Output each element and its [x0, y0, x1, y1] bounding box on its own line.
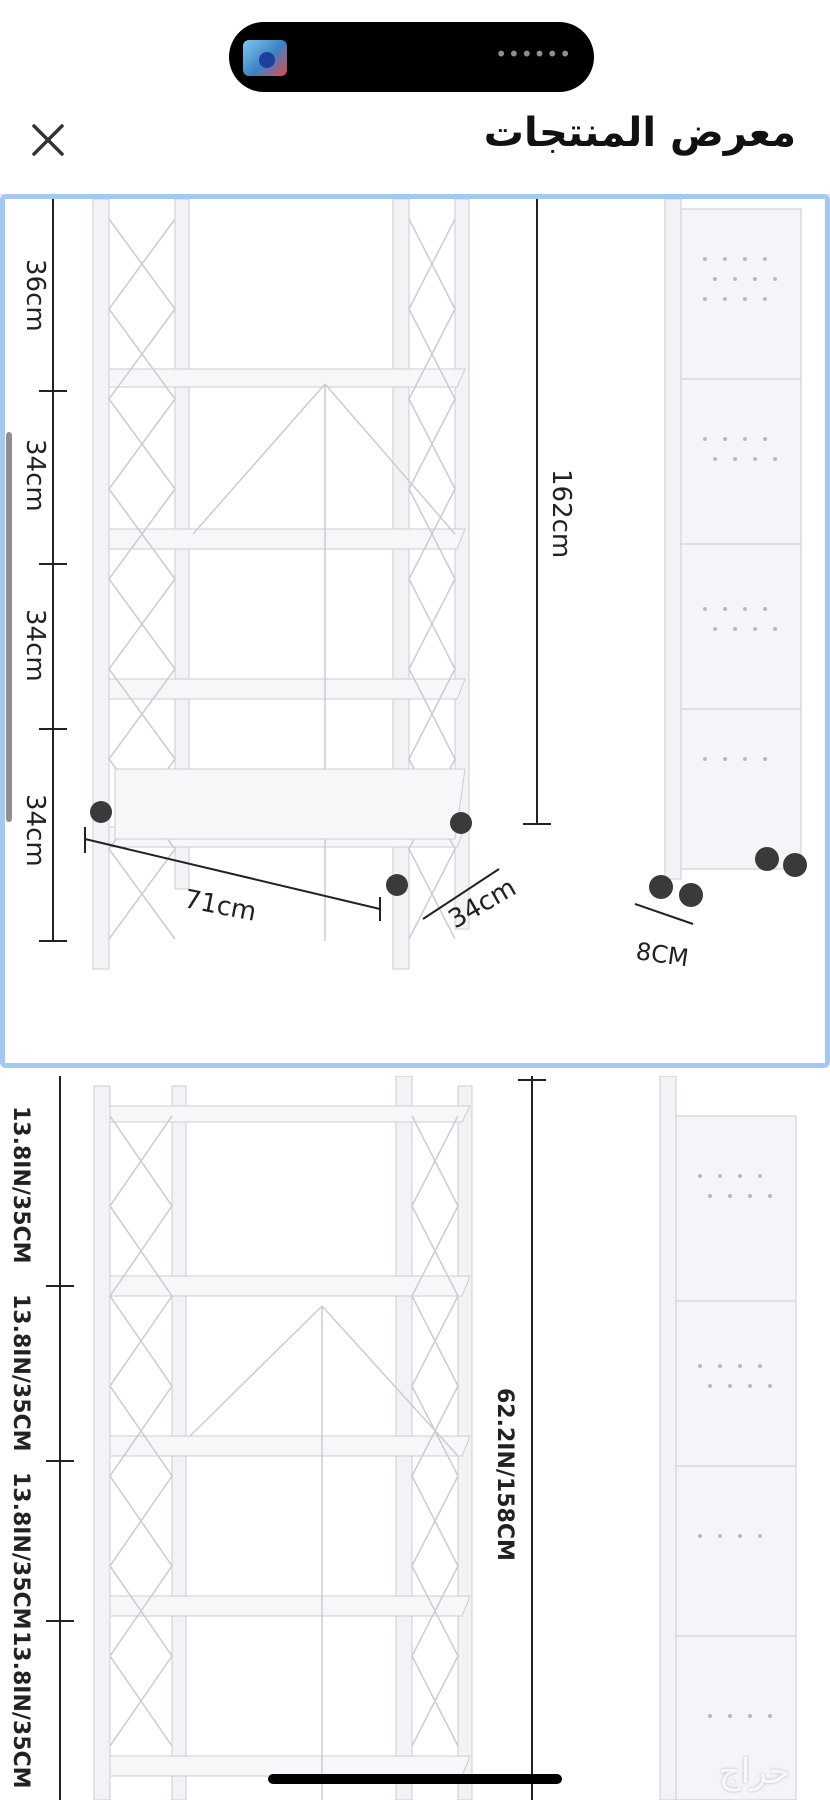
- gallery-image-2[interactable]: 13.8IN/35CM 13.8IN/35CM 13.8IN/35CM 13.8…: [0, 1076, 830, 1800]
- app-thumbnail-icon: [243, 40, 287, 76]
- page-title: معرض المنتجات: [483, 110, 796, 156]
- shelf-height-label-3: 34cm: [20, 609, 50, 682]
- shelf-unit-folded-2: [659, 1076, 797, 1800]
- shelf-height-label-in-4: 13.8IN/35CM: [8, 1631, 33, 1789]
- watermark-logo: حراج: [718, 1752, 790, 1792]
- shelf-dimension-image-2: 13.8IN/35CM 13.8IN/35CM 13.8IN/35CM 13.8…: [0, 1076, 830, 1800]
- shelf-height-label-in-2: 13.8IN/35CM: [8, 1294, 33, 1452]
- shelf-unit-front: [90, 199, 472, 970]
- shelf-height-label-1: 36cm: [20, 259, 50, 332]
- gallery-header: معرض المنتجات: [0, 100, 830, 196]
- close-icon[interactable]: [26, 118, 70, 162]
- ellipsis-icon: ••••••: [495, 42, 572, 66]
- shelf-dimension-image-1: 36cm 34cm 34cm 34cm: [5, 199, 825, 1063]
- shelf-height-label-4: 34cm: [20, 794, 50, 867]
- shelf-height-label-in-3: 13.8IN/35CM: [8, 1472, 33, 1630]
- total-height-label-in: 62.2IN/158CM: [492, 1388, 517, 1561]
- total-height-label: 162cm: [546, 469, 576, 558]
- shelf-height-label-in-1: 13.8IN/35CM: [8, 1106, 33, 1264]
- shelf-height-label-2: 34cm: [20, 439, 50, 512]
- gallery-image-1[interactable]: 36cm 34cm 34cm 34cm: [0, 194, 830, 1068]
- scrollbar-thumb[interactable]: [6, 432, 12, 822]
- home-indicator[interactable]: [268, 1774, 562, 1784]
- status-island[interactable]: ••••••: [229, 22, 594, 92]
- shelf-unit-front-2: [93, 1076, 473, 1800]
- shelf-unit-folded: [649, 199, 807, 907]
